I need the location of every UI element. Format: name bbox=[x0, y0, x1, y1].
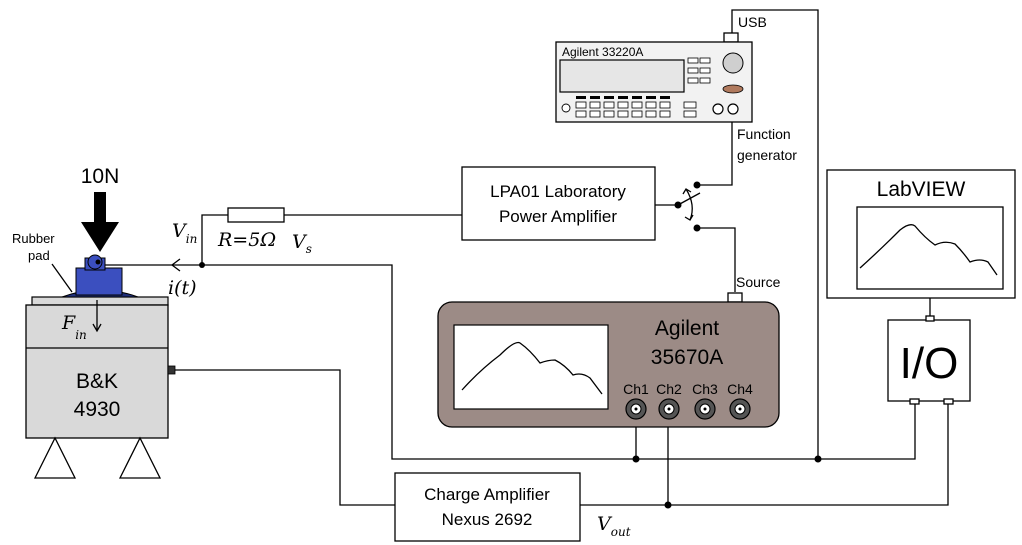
vout-wire bbox=[580, 401, 949, 506]
labview-plot bbox=[856, 206, 1004, 290]
vin-label: Vin bbox=[172, 220, 197, 246]
power-amplifier-line1: LPA01 Laboratory bbox=[490, 182, 626, 201]
rubber-pad-label-line1: Rubber bbox=[12, 231, 55, 246]
shaker-model: 4930 bbox=[74, 398, 121, 421]
shaker: 10N Rubber pad Fin B&K 4930 bbox=[12, 165, 176, 479]
shaker-brand: B&K bbox=[76, 370, 118, 393]
channel-label-ch4: Ch4 bbox=[727, 381, 753, 397]
function-generator-caption-line1: Function bbox=[737, 126, 791, 142]
usb-label: USB bbox=[738, 14, 767, 30]
force-label: 10N bbox=[81, 165, 120, 188]
channel-label-ch3: Ch3 bbox=[692, 381, 718, 397]
resistor: R=5Ω bbox=[217, 207, 285, 251]
force-arrow-icon bbox=[81, 192, 119, 252]
rubber-pad-leader bbox=[51, 263, 73, 293]
analyzer-trace bbox=[461, 341, 603, 395]
power-amplifier: LPA01 Laboratory Power Amplifier bbox=[461, 166, 656, 241]
source-label: Source bbox=[736, 274, 781, 290]
labview-trace bbox=[859, 224, 998, 276]
channel-label-ch1: Ch1 bbox=[623, 381, 649, 397]
current-path-wire bbox=[100, 264, 916, 460]
charge-amplifier-line1: Charge Amplifier bbox=[424, 485, 550, 504]
rubber-pad-label-line2: pad bbox=[28, 248, 50, 263]
wiring bbox=[100, 9, 949, 509]
generator-model-label: Agilent 33220A bbox=[562, 45, 643, 59]
channel-label-ch2: Ch2 bbox=[656, 381, 682, 397]
charge-amplifier-box bbox=[394, 472, 581, 542]
function-generator-caption-line2: generator bbox=[737, 147, 797, 163]
accelerometer-connector bbox=[167, 365, 176, 375]
function-generator: Agilent 33220A USB bbox=[555, 14, 797, 163]
channel-connector-ch1[interactable] bbox=[625, 398, 647, 420]
labview-title: LabVIEW bbox=[877, 178, 966, 201]
source-port bbox=[727, 292, 743, 303]
resistor-body bbox=[227, 207, 285, 223]
channel-connector-ch4[interactable] bbox=[729, 398, 751, 420]
resistor-left-wire bbox=[201, 214, 228, 265]
junction-dot bbox=[199, 262, 205, 268]
knob-icon[interactable] bbox=[722, 52, 744, 74]
power-amplifier-line2: Power Amplifier bbox=[499, 207, 617, 226]
shaker-table bbox=[31, 296, 169, 306]
shaker-foot bbox=[118, 436, 162, 479]
junction-dot bbox=[664, 501, 672, 509]
output-button[interactable] bbox=[722, 84, 744, 94]
switch-curve-arrow-icon bbox=[685, 188, 693, 221]
channel-connector-ch2[interactable] bbox=[658, 398, 680, 420]
junction-dot bbox=[814, 455, 822, 463]
usb-port bbox=[723, 32, 739, 43]
generator-display bbox=[559, 59, 685, 93]
current-arrow-icon bbox=[170, 258, 181, 272]
io-box: I/O bbox=[887, 315, 971, 405]
power-icon[interactable] bbox=[561, 103, 571, 113]
usb-cable bbox=[731, 9, 819, 459]
analyzer-brand: Agilent bbox=[655, 317, 719, 340]
sync-connector bbox=[712, 103, 724, 115]
fin-arrow-icon bbox=[92, 323, 102, 333]
vout-label: Vout bbox=[597, 513, 631, 539]
selector-switch[interactable] bbox=[674, 181, 701, 232]
analyzer-screen bbox=[453, 324, 609, 410]
io-label: I/O bbox=[900, 339, 959, 388]
shaker-foot bbox=[33, 436, 77, 479]
labview-pc: LabVIEW bbox=[826, 169, 1016, 299]
analyzer-model: 35670A bbox=[651, 346, 723, 369]
sensor-cable bbox=[175, 369, 395, 506]
output-connector bbox=[727, 103, 739, 115]
signal-analyzer: Source Agilent 35670A Ch1 Ch2 Ch3 Ch4 bbox=[437, 274, 781, 428]
fg-output-wire bbox=[697, 120, 733, 186]
current-label: i(t) bbox=[168, 277, 197, 299]
vs-label: Vs bbox=[292, 231, 312, 256]
junction-dot bbox=[632, 455, 640, 463]
source-wire bbox=[697, 227, 736, 292]
charge-amplifier-line2: Nexus 2692 bbox=[442, 510, 533, 529]
test-specimen bbox=[75, 267, 123, 296]
fin-label: Fin bbox=[61, 312, 87, 342]
charge-amplifier: Charge Amplifier Nexus 2692 bbox=[394, 472, 581, 542]
resistor-label: R=5Ω bbox=[217, 229, 276, 251]
channel-connector-ch3[interactable] bbox=[694, 398, 716, 420]
power-amplifier-box bbox=[461, 166, 656, 241]
